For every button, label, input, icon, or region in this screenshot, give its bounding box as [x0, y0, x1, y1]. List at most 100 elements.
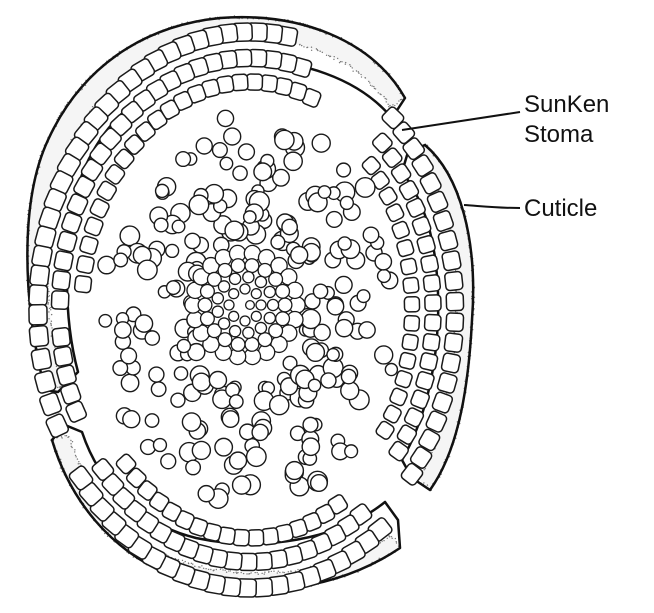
mesophyll-cell — [230, 395, 244, 409]
stipple-dot — [48, 311, 49, 312]
epidermal-cell — [398, 352, 416, 370]
mesophyll-cell — [230, 452, 247, 469]
vascular-cell — [276, 312, 290, 326]
stipple-dot — [77, 458, 78, 459]
stipple-dot — [198, 566, 199, 567]
mesophyll-cell — [186, 460, 201, 475]
epidermal-cell — [422, 333, 440, 351]
mesophyll-cell — [121, 348, 137, 364]
stipple-dot — [360, 74, 361, 75]
vascular-cell — [255, 276, 266, 287]
mesophyll-cell — [172, 220, 185, 233]
stipple-dot — [388, 106, 389, 107]
stipple-dot — [78, 461, 79, 462]
vascular-cell — [212, 306, 223, 317]
stipple-dot — [182, 560, 183, 561]
stipple-dot — [233, 572, 234, 573]
stipple-dot — [74, 451, 75, 452]
stipple-dot — [317, 50, 318, 51]
vascular-bundle — [185, 245, 305, 364]
stipple-dot — [303, 46, 304, 47]
stipple-dot — [290, 570, 291, 571]
mesophyll-cell — [355, 178, 375, 198]
stipple-dot — [72, 441, 73, 442]
stipple-dot — [307, 47, 308, 48]
stipple-dot — [264, 572, 265, 573]
mesophyll-cell — [176, 152, 191, 167]
stipple-dot — [210, 569, 211, 570]
vascular-cell — [229, 311, 239, 321]
mesophyll-cell — [291, 247, 308, 264]
stipple-dot — [57, 387, 58, 388]
stipple-dot — [392, 104, 393, 105]
mesophyll-cell — [151, 382, 166, 397]
vascular-cell — [251, 311, 261, 321]
mesophyll-cell — [233, 166, 247, 180]
mesophyll-cell — [337, 163, 351, 177]
epidermal-cell — [411, 216, 432, 237]
mesophyll-cell — [385, 364, 397, 376]
vascular-cell — [258, 333, 272, 347]
stipple-dot — [220, 569, 221, 570]
stipple-dot — [329, 56, 330, 57]
stipple-dot — [427, 484, 428, 485]
stipple-dot — [334, 56, 335, 57]
mesophyll-cell — [302, 438, 319, 455]
mesophyll-cell — [135, 315, 152, 332]
stipple-dot — [425, 468, 426, 469]
stipple-dot — [396, 542, 397, 543]
stipple-dot — [79, 463, 80, 464]
stipple-dot — [423, 469, 424, 470]
stipple-dot — [345, 62, 346, 63]
epidermal-cell — [423, 274, 441, 292]
epidermal-cell — [29, 305, 47, 325]
stipple-dot — [385, 98, 386, 99]
stipple-dot — [311, 47, 312, 48]
vascular-cell — [229, 289, 239, 299]
vascular-cell — [243, 272, 254, 283]
mesophyll-cell — [215, 438, 233, 456]
mesophyll-cell — [182, 413, 200, 431]
epidermal-cell — [419, 352, 438, 371]
vascular-cell — [267, 299, 278, 310]
epidermal-cell — [52, 327, 71, 347]
stipple-dot — [49, 295, 50, 296]
mesophyll-cell — [217, 110, 233, 126]
epidermal-cell — [400, 258, 418, 276]
stipple-dot — [401, 99, 402, 100]
stipple-dot — [333, 59, 334, 60]
mesophyll-cell — [154, 218, 168, 232]
stipple-dot — [183, 562, 184, 563]
mesophyll-cell — [225, 221, 244, 240]
stipple-dot — [349, 64, 350, 65]
stipple-dot — [203, 568, 204, 569]
vascular-cell — [264, 312, 275, 323]
epidermal-cell — [74, 275, 92, 293]
vascular-cell — [251, 289, 261, 299]
stipple-dot — [61, 437, 62, 438]
mesophyll-cell — [145, 414, 158, 427]
epidermal-cell — [52, 270, 71, 290]
mesophyll-cell — [98, 256, 115, 273]
vascular-cell — [198, 298, 212, 312]
stipple-dot — [387, 104, 388, 105]
stipple-dot — [48, 291, 49, 292]
stipple-dot — [365, 77, 366, 78]
mesophyll-cell — [312, 134, 330, 152]
mesophyll-cell — [282, 219, 297, 234]
mesophyll-cell — [198, 486, 214, 502]
mesophyll-cell — [327, 349, 339, 361]
stipple-dot — [378, 92, 379, 93]
vascular-cell — [229, 326, 240, 337]
stipple-dot — [279, 572, 280, 573]
stipple-dot — [356, 70, 357, 71]
mesophyll-cell — [359, 322, 375, 338]
epidermal-cell — [444, 271, 463, 291]
epidermal-cell — [437, 230, 458, 252]
stipple-dot — [373, 86, 374, 87]
epidermal-cell — [441, 352, 461, 373]
stipple-dot — [71, 446, 72, 447]
mesophyll-cell — [224, 128, 241, 145]
stipple-dot — [383, 540, 384, 541]
